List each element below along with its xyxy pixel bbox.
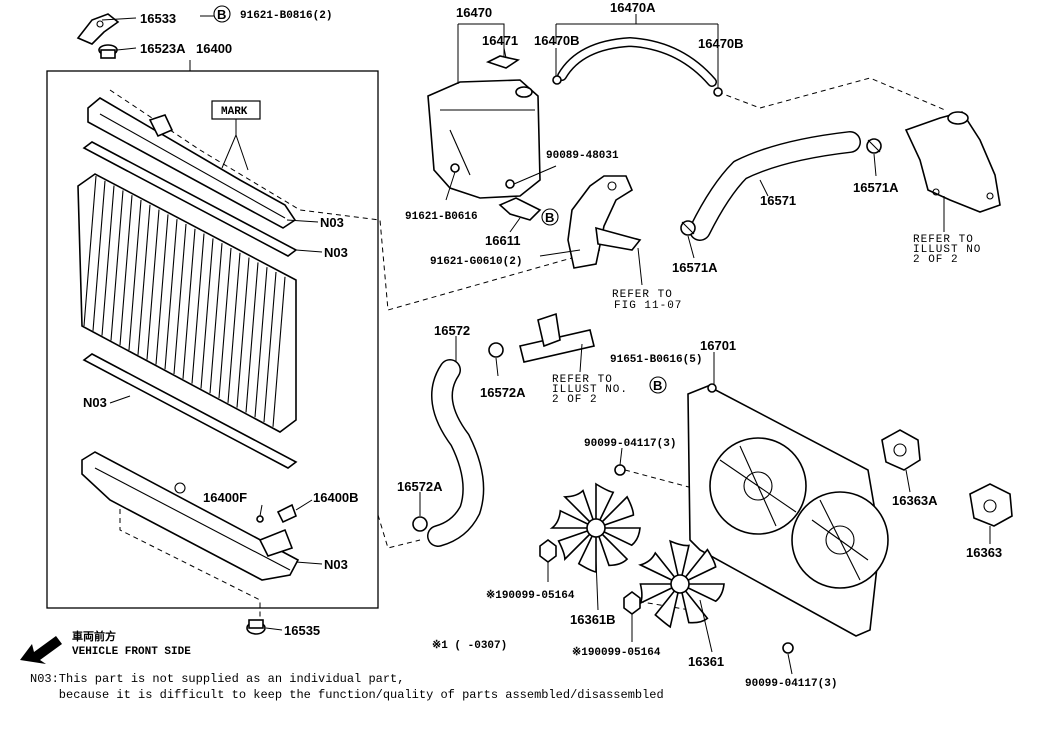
label-16400b: 16400B bbox=[313, 490, 359, 505]
drain-plug-16400b bbox=[276, 503, 298, 524]
front-side-en: VEHICLE FRONT SIDE bbox=[72, 646, 191, 658]
radiator-lower-tank bbox=[81, 451, 300, 581]
refer-illust-right-1: REFER TO bbox=[913, 234, 974, 246]
reservoir-bracket bbox=[567, 175, 642, 269]
marker-b-mid: B bbox=[545, 210, 554, 225]
radiator-core bbox=[77, 173, 297, 433]
fan-16361 bbox=[638, 539, 725, 629]
label-16470b-right: 16470B bbox=[698, 36, 744, 51]
refer-illust-right-2: ILLUST NO bbox=[913, 244, 981, 256]
refer-illust-3: 2 OF 2 bbox=[552, 394, 598, 406]
radiator-hose-16571 bbox=[689, 131, 861, 241]
fan-motor-16363 bbox=[969, 483, 1013, 527]
label-91621-b0816: 91621-B0816(2) bbox=[240, 10, 332, 22]
label-16611: 16611 bbox=[485, 233, 520, 248]
label-16361: 16361 bbox=[688, 654, 724, 669]
refer-illust-2: ILLUST NO. bbox=[552, 384, 628, 396]
label-16400f: 16400F bbox=[203, 490, 247, 505]
label-90099-top: 90099-04117(3) bbox=[584, 438, 676, 450]
label-footnote-1: ※1 ( -0307) bbox=[432, 639, 507, 652]
label-16572a-bottom: 16572A bbox=[397, 479, 443, 494]
label-n03-4: N03 bbox=[324, 557, 348, 572]
label-16363a: 16363A bbox=[892, 493, 938, 508]
bolt-90099-top bbox=[614, 464, 626, 476]
vehicle-front-arrow-icon bbox=[20, 636, 62, 664]
label-16572a-top: 16572A bbox=[480, 385, 526, 400]
note-n03-line2: because it is difficult to keep the func… bbox=[30, 688, 664, 702]
guide-line-hose-top bbox=[717, 77, 946, 111]
fan-motor-16363a bbox=[881, 429, 921, 471]
marker-b-low: B bbox=[653, 378, 662, 393]
refer-illust-1: REFER TO bbox=[552, 374, 613, 386]
label-16571a-left: 16571A bbox=[672, 260, 718, 275]
label-16571: 16571 bbox=[760, 193, 796, 208]
clamp-16572a-top bbox=[488, 342, 504, 358]
guide-line-radiator bbox=[109, 89, 601, 311]
nut-190099-a bbox=[539, 539, 557, 563]
clamp-16572a-bottom bbox=[412, 516, 428, 532]
label-16470b-left: 16470B bbox=[534, 33, 580, 48]
radiator-assembly-frame bbox=[46, 70, 379, 609]
bolt-91621-b0616 bbox=[450, 163, 460, 173]
radiator-upper-tank bbox=[87, 97, 297, 229]
label-mark: MARK bbox=[221, 106, 248, 118]
label-n03-2: N03 bbox=[324, 245, 348, 260]
refer-fig-line2: FIG 11-07 bbox=[614, 300, 682, 312]
label-91651-b0616: 91651-B0616(5) bbox=[610, 354, 702, 366]
note-n03-line1: N03:This part is not supplied as an indi… bbox=[30, 672, 405, 686]
bolt-90089-48031 bbox=[505, 179, 515, 189]
bolt-90099-bottom bbox=[782, 642, 794, 654]
label-16523a: 16523A bbox=[140, 41, 186, 56]
label-16470: 16470 bbox=[456, 5, 492, 20]
label-90089-48031: 90089-48031 bbox=[546, 150, 619, 162]
label-90099-bottom: 90099-04117(3) bbox=[745, 678, 837, 690]
refer-fig-line1: REFER TO bbox=[612, 289, 673, 301]
oring-16400f bbox=[256, 515, 264, 523]
guide-line-hose-bottom bbox=[377, 514, 421, 549]
cushion-16535 bbox=[246, 619, 266, 635]
label-16470a: 16470A bbox=[610, 0, 656, 15]
marker-b-low-icon bbox=[649, 376, 667, 394]
label-16572: 16572 bbox=[434, 323, 470, 338]
label-16400: 16400 bbox=[196, 41, 232, 56]
label-16361b: 16361B bbox=[570, 612, 616, 627]
label-16533: 16533 bbox=[140, 11, 176, 26]
water-outlet bbox=[904, 111, 1001, 213]
marker-b-mid-icon bbox=[541, 208, 559, 226]
fan-16361b bbox=[549, 482, 641, 573]
bracket-16533 bbox=[76, 13, 120, 45]
radiator-hose-16572 bbox=[427, 359, 485, 547]
bolt-91651 bbox=[707, 383, 717, 393]
clip-16470b-right bbox=[713, 87, 723, 97]
label-190099-b: ※190099-05164 bbox=[572, 646, 661, 659]
label-16535: 16535 bbox=[284, 623, 320, 638]
label-91621-b0616: 91621-B0616 bbox=[405, 211, 478, 223]
bracket-16611 bbox=[498, 197, 542, 221]
fan-shroud-16701 bbox=[687, 385, 889, 637]
label-190099-a: ※190099-05164 bbox=[486, 589, 575, 602]
label-16471: 16471 bbox=[482, 33, 518, 48]
guide-line-bottom-tank bbox=[119, 500, 261, 620]
gasket-lower bbox=[82, 353, 298, 469]
label-16571a-right: 16571A bbox=[853, 180, 899, 195]
reservoir-cap-16471 bbox=[485, 55, 521, 69]
label-16363: 16363 bbox=[966, 545, 1002, 560]
label-16701: 16701 bbox=[700, 338, 736, 353]
clip-16470b-left bbox=[552, 75, 562, 85]
nut-190099-b bbox=[623, 591, 641, 615]
clamp-16571a-right bbox=[866, 138, 882, 154]
marker-b-top: B bbox=[217, 7, 226, 22]
hose-16470a bbox=[557, 36, 717, 87]
label-n03-3: N03 bbox=[83, 395, 107, 410]
clamp-16571a-left bbox=[680, 220, 696, 236]
front-side-jp: 車両前方 bbox=[72, 629, 116, 644]
refer-illust-right-3: 2 OF 2 bbox=[913, 254, 959, 266]
water-pipe bbox=[519, 312, 595, 363]
label-n03-1: N03 bbox=[320, 215, 344, 230]
marker-b-top-icon bbox=[213, 5, 231, 23]
cushion-16523a bbox=[98, 44, 118, 59]
label-91621-g0610: 91621-G0610(2) bbox=[430, 256, 522, 268]
